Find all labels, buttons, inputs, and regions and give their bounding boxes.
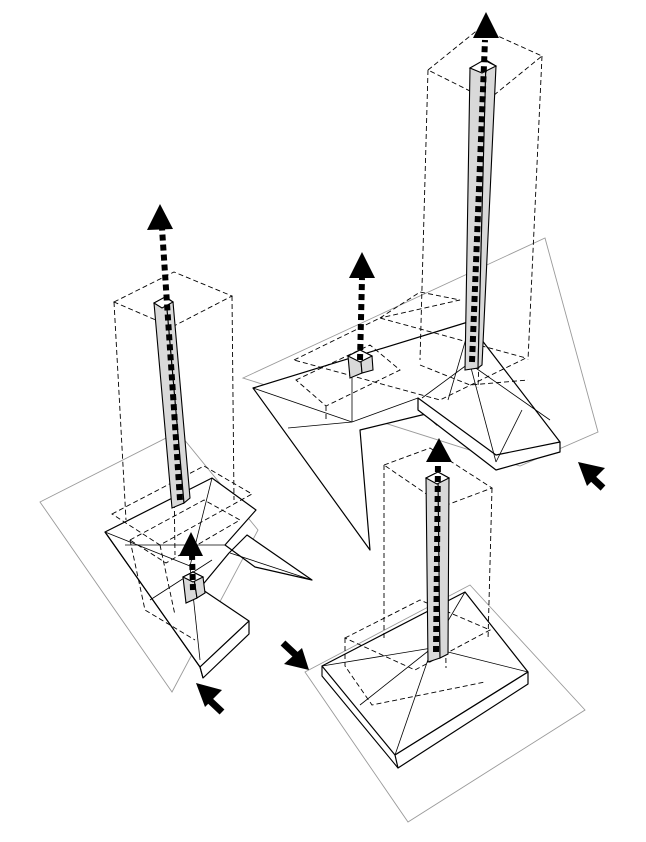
- lower-flow-arrow: [433, 461, 441, 653]
- right-podium-front: [417, 397, 561, 471]
- entry-arrow-middle: [280, 640, 309, 670]
- left-small-flow-arrow: [189, 553, 196, 591]
- right-small-arrowhead: [349, 252, 375, 278]
- lower-podium-slab: [321, 591, 529, 756]
- right-site-plane: [241, 237, 599, 467]
- right-small-flow-arrow: [357, 277, 365, 361]
- entry-arrow-left: [196, 683, 225, 715]
- right-roof-lines: [252, 324, 551, 463]
- right-tall-flow-arrow: [469, 39, 488, 363]
- entry-arrow-right: [578, 462, 606, 491]
- left-tall-flow-arrow: [159, 227, 183, 501]
- left-podium-edge: [104, 531, 204, 679]
- right-podium-slab: [252, 321, 561, 551]
- lower-podium-edge: [321, 666, 399, 769]
- left-site-plane: [39, 431, 259, 693]
- right-upper-building: [241, 12, 599, 551]
- left-tall-arrowhead: [147, 204, 173, 230]
- lower-right-building: [304, 438, 586, 823]
- right-tall-arrowhead: [473, 12, 499, 38]
- left-podium-slab: [104, 477, 313, 668]
- left-building: [39, 204, 313, 693]
- lower-site-plane: [304, 584, 586, 823]
- left-tall-tower: [152, 295, 191, 509]
- left-small-arrowhead: [179, 532, 203, 556]
- entry-arrows: [196, 462, 606, 715]
- lower-arrowhead: [426, 438, 452, 462]
- lower-podium-front: [394, 671, 529, 769]
